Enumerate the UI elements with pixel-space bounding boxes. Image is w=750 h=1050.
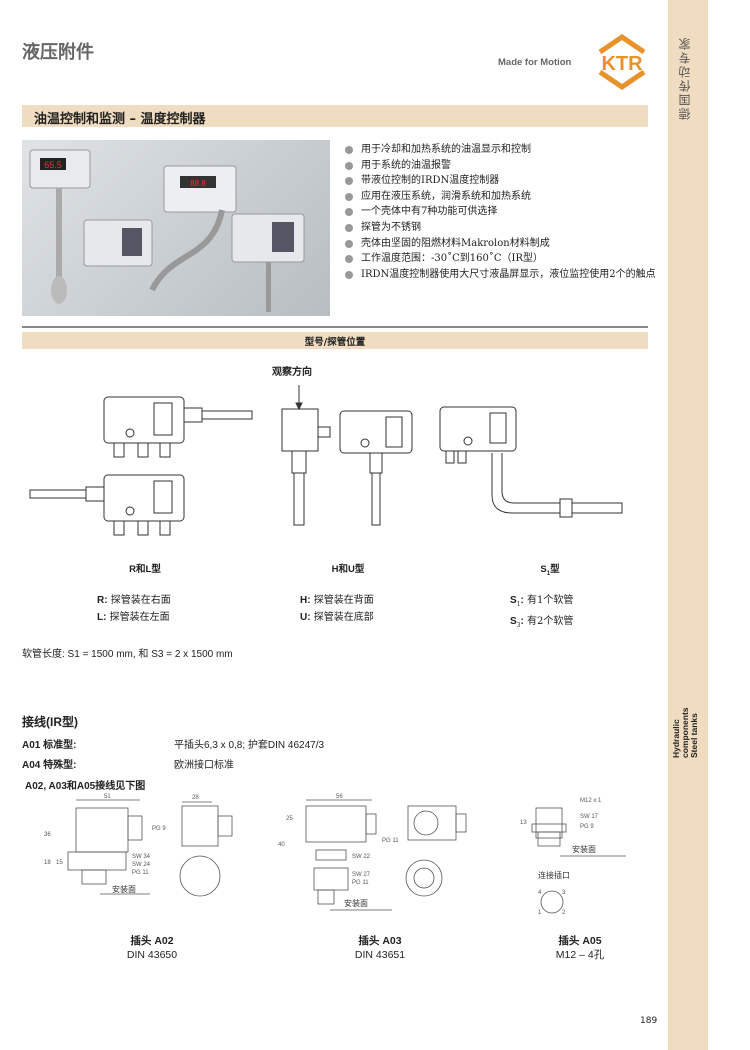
svg-text:PG 9: PG 9 [580,824,594,830]
svg-text:51: 51 [104,794,111,800]
hose-length: 软管长度: S1 = 1500 mm, 和 S3 = 2 x 1500 mm [22,649,233,660]
feature-item: 壳体由坚固的阻燃材料Makrolon材料制成 [345,236,665,252]
type-label-rl: R和L型 [129,564,161,575]
type-s-drawing [439,406,623,518]
svg-text:28: 28 [192,795,199,801]
svg-text:PG 9: PG 9 [152,826,166,832]
type-r-drawing [103,396,253,458]
feature-item: 一个壳体中有7种功能可供选择 [345,204,665,220]
type-drawings [29,385,623,536]
feature-item: IRDN温度控制器使用大尺寸液晶屏显示，液位监控使用2个的触点 [345,267,665,283]
svg-text:25: 25 [286,816,293,822]
svg-text:SW 34: SW 34 [132,854,151,860]
plug-drawings: 51 PG 9 SW 34 SW 24 PG 11 安装面 36 18 15 28 56… [44,794,626,916]
feature-item: 探管为不锈钢 [345,220,665,236]
sidebar-slogan: 德国传动专家 [678,36,692,120]
product-photo: 65.5 88.8 [22,140,330,316]
svg-text:KTR: KTR [601,53,643,75]
wiring-title: 接线(IR型) [22,715,78,729]
view-direction-label: 观察方向 [272,367,312,378]
svg-text:安装面: 安装面 [572,844,596,854]
page-number: 189 [640,1016,658,1026]
svg-text:65.5: 65.5 [44,160,62,170]
section-band [22,105,648,127]
type-h-drawing [281,385,331,526]
divider [22,326,648,328]
plug-a05-drawing: M12 x 1 SW 17 PG 9 13 安装面 连接插口 4 3 1 2 [520,798,626,916]
svg-text:2: 2 [562,910,566,916]
types-title: 型号/探管位置 [304,337,366,348]
wiring-see-below: A02, A03和A05接线见下图 [25,781,146,792]
plug-a03-drawing: 56 PG 11 SW 22 SW 27 PG 11 安装面 25 40 [278,794,467,911]
ktr-logo: KTR [598,34,646,90]
feature-item: 工作温度范围：-30˚C到160˚C（IR型） [345,251,665,267]
feature-item: 应用在液压系统，润滑系统和加热系统 [345,189,665,205]
type-desc-rl: R: 探管装在右面 L: 探管装在左面 [97,595,171,623]
type-desc-s: S1: 有1个软管 S3: 有2个软管 [510,595,574,629]
svg-text:1: 1 [538,910,542,916]
svg-text:安装面: 安装面 [112,884,136,894]
svg-text:PG 11: PG 11 [132,870,149,876]
type-label-s: S1型 [540,564,560,577]
section-title: 油温控制和监测 – 温度控制器 [34,112,206,127]
type-u-drawing [339,410,413,526]
svg-text:56: 56 [336,794,343,800]
svg-text:PG 11: PG 11 [382,838,399,844]
feature-item: 用于冷却和加热系统的油温显示和控制 [345,142,665,158]
svg-text:SW 27: SW 27 [352,872,371,878]
svg-text:88.8: 88.8 [190,179,206,188]
type-l-drawing [29,474,185,536]
plug-a02-drawing: 51 PG 9 SW 34 SW 24 PG 11 安装面 36 18 15 28 [44,794,233,897]
svg-text:40: 40 [278,842,285,848]
svg-text:M12 x 1: M12 x 1 [580,798,602,804]
svg-text:安装面: 安装面 [344,898,368,908]
sidebar-band [668,0,708,1050]
svg-text:PG 11: PG 11 [352,880,369,886]
svg-text:3: 3 [562,890,566,896]
svg-text:13: 13 [520,820,527,826]
type-desc-hu: H: 探管装在背面 U: 探管装在底部 [300,595,374,623]
svg-text:4: 4 [538,890,542,896]
svg-text:SW 17: SW 17 [580,814,599,820]
svg-text:15: 15 [56,860,63,866]
brand-motto: Made for Motion [498,57,572,68]
types-band [22,332,648,349]
svg-text:SW 22: SW 22 [352,854,371,860]
svg-text:18: 18 [44,860,51,866]
svg-text:36: 36 [44,832,51,838]
svg-text:SW 24: SW 24 [132,862,151,868]
page-title: 液压附件 [22,42,94,63]
feature-item: 用于系统的油温报警 [345,158,665,174]
feature-list: 用于冷却和加热系统的油温显示和控制 用于系统的油温报警 带液位控制的IRDN温度… [345,142,665,282]
feature-item: 带液位控制的IRDN温度控制器 [345,173,665,189]
svg-text:连接插口: 连接插口 [538,870,570,880]
type-label-hu: H和U型 [331,564,365,575]
